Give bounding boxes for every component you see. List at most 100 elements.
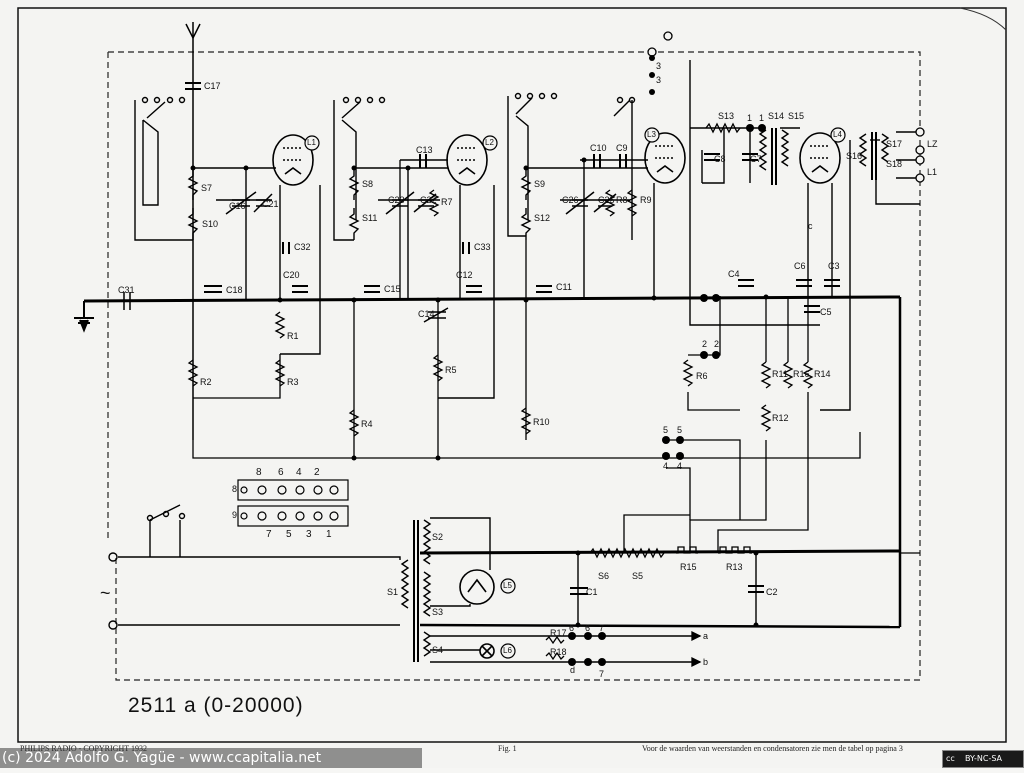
capacitor-c4 <box>738 279 754 287</box>
label-c6: C6 <box>794 261 806 271</box>
tube-l5 <box>459 569 495 605</box>
coil-s11 <box>348 208 360 240</box>
label-jumper-4b: 4 <box>677 461 683 471</box>
resistor-r1 <box>274 311 286 339</box>
label-l6: L6 <box>503 646 512 655</box>
resistor-r2 <box>187 359 199 387</box>
capacitor-c1 <box>570 587 588 595</box>
capacitor-c18 <box>204 285 222 293</box>
tube-l1 <box>272 134 314 186</box>
label-c5: C5 <box>820 307 832 317</box>
label-c31: C31 <box>118 285 135 295</box>
label-s17: S17 <box>886 139 903 149</box>
band-switch-3 <box>507 92 558 237</box>
label-c21: C21 <box>262 199 279 209</box>
label-sel-side-9: 9 <box>232 510 238 520</box>
resistor-r13 <box>718 546 752 554</box>
capacitor-c15 <box>364 285 380 293</box>
capacitor-c17 <box>185 82 201 90</box>
label-jumper-1a: 1 <box>747 113 753 123</box>
label-sel-side-8: 8 <box>232 484 238 494</box>
resistor-r11 <box>760 361 772 389</box>
label-c15: C15 <box>384 284 401 294</box>
label-jumper-7b: 7 <box>599 669 605 679</box>
label-c14: C14 <box>418 309 435 319</box>
resistor-r18 <box>545 651 565 661</box>
label-jumper-6a: 6 <box>569 623 575 633</box>
capacitor-c6 <box>796 279 812 287</box>
label-r5: R5 <box>445 365 457 375</box>
power-transformer <box>400 517 700 663</box>
voltage-selector <box>237 479 349 527</box>
capacitor-c10 <box>593 154 601 168</box>
label-s12: S12 <box>534 213 551 223</box>
supply-bus <box>419 623 901 629</box>
label-sel-2: 2 <box>314 467 320 478</box>
label-r6: R6 <box>696 371 708 381</box>
label-c13: C13 <box>416 145 433 155</box>
label-r9: R9 <box>640 195 652 205</box>
label-l1: L1 <box>307 138 316 147</box>
resistor-r17 <box>545 635 565 645</box>
label-s16: S16 <box>846 151 863 161</box>
label-c10: C10 <box>590 143 607 153</box>
label-l4: L4 <box>833 130 842 139</box>
label-terminal-d: d <box>570 665 576 675</box>
tube-l2 <box>446 134 488 186</box>
label-s4: S4 <box>432 645 444 655</box>
lamp-l6 <box>479 643 495 659</box>
label-c17: C17 <box>204 81 221 91</box>
label-jumper-6b: 6 <box>585 623 591 633</box>
label-c20: C20 <box>283 270 300 280</box>
label-l3: L3 <box>647 130 656 139</box>
label-sel-8: 8 <box>256 467 262 478</box>
capacitor-c13 <box>419 154 427 168</box>
label-s15: S15 <box>788 111 805 121</box>
earth-symbol <box>74 301 94 333</box>
capacitor-c26 <box>565 191 617 215</box>
label-c7: C7 <box>750 154 762 164</box>
capacitor-c12 <box>466 285 482 293</box>
capacitor-c21 <box>225 191 273 215</box>
label-lz: LZ <box>927 139 938 149</box>
label-c22: C22 <box>420 195 437 205</box>
label-r3: R3 <box>287 377 299 387</box>
coil-s9 <box>520 168 532 200</box>
resistor-r14 <box>802 361 814 389</box>
label-c11: C11 <box>556 282 572 292</box>
output-transformer <box>758 128 890 185</box>
label-r18: R18 <box>550 647 567 657</box>
label-sel-4: 4 <box>296 467 302 478</box>
coil-s12 <box>520 208 532 240</box>
tube-l4 <box>799 132 841 184</box>
resistor-r8 <box>604 189 616 217</box>
label-r2: R2 <box>200 377 212 387</box>
label-s6: S6 <box>598 571 610 581</box>
resistor-s13 <box>705 122 741 134</box>
resistor-r7 <box>428 189 440 217</box>
license-badge: cc BY-NC-SA <box>942 750 1024 768</box>
coil-s8 <box>348 168 360 200</box>
resistor-r6 <box>682 359 694 387</box>
tube-l3 <box>644 132 686 184</box>
label-c9: C9 <box>616 143 628 153</box>
capacitor-c9 <box>619 154 627 168</box>
capacitor-c32 <box>282 242 290 254</box>
label-s7: S7 <box>201 183 213 193</box>
label-r10: R10 <box>533 417 550 427</box>
label-s9: S9 <box>534 179 546 189</box>
label-r15: R15 <box>680 562 697 572</box>
resistor-r12 <box>760 404 772 432</box>
label-r14: R14 <box>814 369 831 379</box>
label-c32: C32 <box>294 242 311 252</box>
label-jumper-3b: 3 <box>656 75 662 85</box>
capacitor-c11 <box>536 285 552 293</box>
heater-bus <box>419 549 901 555</box>
label-jumper-3a: 3 <box>656 61 662 71</box>
label-s8: S8 <box>362 179 374 189</box>
label-l5: L5 <box>503 581 512 590</box>
capacitor-c31 <box>123 292 131 310</box>
label-jumper-2b: 2 <box>714 339 720 349</box>
